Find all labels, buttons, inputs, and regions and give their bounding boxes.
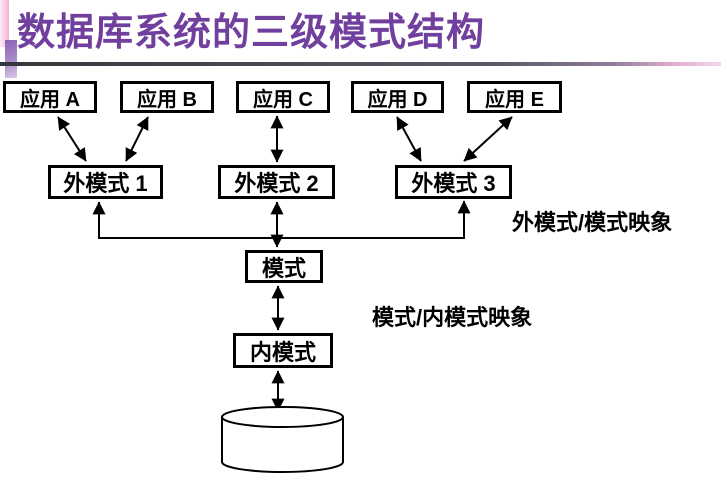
- decor-pink-bar: [0, 0, 9, 47]
- node-external-schema-3: 外模式 3: [395, 165, 512, 199]
- node-app-c: 应用 C: [236, 81, 330, 113]
- node-external-schema-1: 外模式 1: [48, 165, 163, 199]
- mapping-label-internal-schema: 模式/内模式映象: [372, 305, 533, 330]
- node-app-a: 应用 A: [3, 81, 97, 113]
- node-external-schema-2: 外模式 2: [218, 165, 335, 199]
- arrow-app-a-ext1: [57, 116, 87, 162]
- decor-purple-bar: [5, 40, 17, 78]
- connector-ext1-ext3: [92, 200, 471, 239]
- arrow-app-d-ext3: [396, 116, 422, 162]
- arrow-app-e-ext3: [463, 116, 513, 162]
- page-title: 数据库系统的三级模式结构: [17, 12, 486, 54]
- node-internal-schema: 内模式: [233, 333, 333, 368]
- arrow-app-b-ext1: [125, 116, 149, 162]
- node-app-e: 应用 E: [467, 81, 562, 113]
- node-app-d: 应用 D: [351, 81, 444, 113]
- node-schema: 模式: [245, 250, 323, 283]
- mapping-label-external-schema: 外模式/模式映象: [512, 210, 673, 235]
- node-app-b: 应用 B: [120, 81, 214, 113]
- database-cylinder-icon: [221, 406, 344, 473]
- title-underline: [0, 62, 721, 66]
